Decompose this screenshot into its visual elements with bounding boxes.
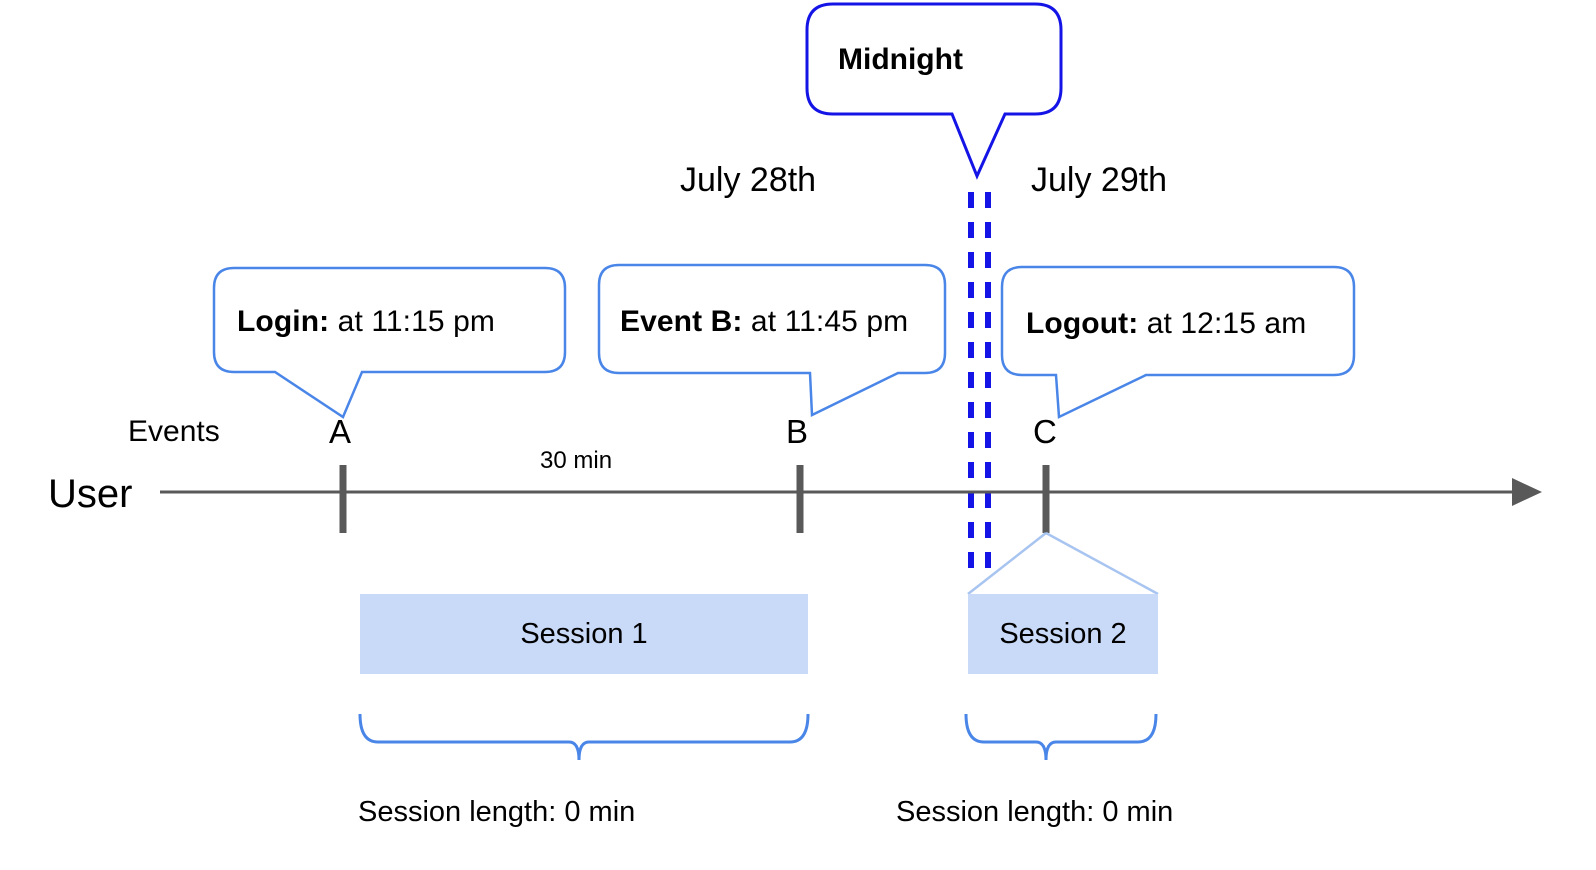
midnight-bubble-path <box>805 2 1063 180</box>
session2-brace-path <box>964 713 1158 761</box>
callout-login-shape <box>212 266 567 419</box>
axis-row-label-events: Events <box>128 415 220 448</box>
session-bar-1: Session 1 <box>360 594 808 674</box>
marker-label-b: B <box>786 413 809 450</box>
session-bar-2: Session 2 <box>968 594 1158 674</box>
callout-eventb-path <box>597 263 947 417</box>
session-bar-1-label: Session 1 <box>520 617 648 650</box>
callout-logout-shape <box>1000 265 1356 419</box>
axis-row-label-user: User <box>48 472 133 516</box>
midnight-callout-shape <box>805 2 1063 180</box>
session1-brace <box>358 713 810 761</box>
session2-connector-right <box>1045 531 1159 596</box>
callout-eventb-text: Event B: at 11:45 pm <box>620 307 908 337</box>
callout-logout-rest: at 12:15 am <box>1138 307 1307 340</box>
session1-brace-path <box>358 713 810 761</box>
session-bar-2-label: Session 2 <box>999 617 1127 650</box>
callout-login-rest: at 11:15 pm <box>329 305 495 338</box>
date-label-july-28: July 28th <box>680 161 817 199</box>
callout-login-path <box>212 266 567 419</box>
callout-logout-text: Logout: at 12:15 am <box>1026 309 1306 339</box>
timeline-axis-arrowhead <box>1512 478 1542 506</box>
session2-connector-left <box>967 532 1047 595</box>
date-label-july-29: July 29th <box>1031 161 1168 199</box>
callout-login-bold: Login: <box>237 305 330 338</box>
callout-logout-bold: Logout: <box>1026 307 1139 340</box>
timeline-axis <box>160 478 1542 506</box>
interval-label-30-min: 30 min <box>540 447 613 474</box>
callout-login-text: Login: at 11:15 pm <box>237 307 495 337</box>
session2-connector-lines <box>967 531 1159 596</box>
callout-eventb-rest: at 11:45 pm <box>742 305 909 338</box>
marker-label-c: C <box>1033 413 1057 450</box>
session2-brace <box>964 713 1158 761</box>
timeline-tick-marks <box>339 465 1050 533</box>
session-length-label-1: Session length: 0 min <box>358 796 636 828</box>
callout-logout-path <box>1000 265 1356 419</box>
marker-label-a: A <box>329 413 352 450</box>
midnight-divider-lines <box>968 192 991 580</box>
callout-eventb-bold: Event B: <box>620 305 743 338</box>
midnight-label: Midnight <box>838 43 963 76</box>
callout-eventb-shape <box>597 263 947 417</box>
session-length-label-2: Session length: 0 min <box>896 796 1174 828</box>
